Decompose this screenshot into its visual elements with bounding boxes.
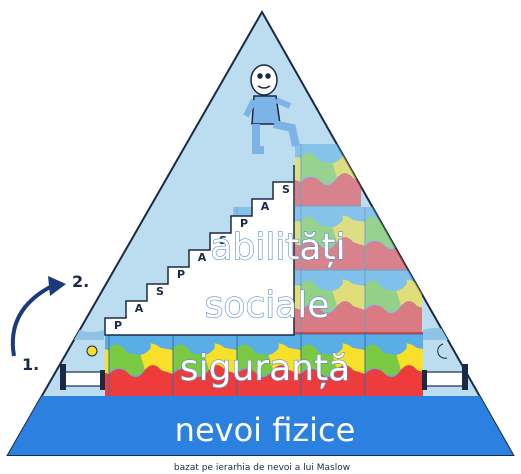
step-letter: A [135,302,144,315]
moon-icon [437,343,448,359]
staircase [104,165,295,336]
step-letter: P [114,319,122,332]
base-level-band [8,396,513,455]
level-label-safety: siguranță [180,348,350,389]
climbing-figure-icon [243,64,300,154]
upward-arrow-icon [10,284,53,357]
bed-left-icon [60,364,105,390]
level-label-skills: abilități [210,227,345,268]
marker-two: 2. [72,272,89,291]
sun-icon [86,345,98,357]
step-letter: A [198,251,207,264]
level-label-physical: nevoi fizice [175,411,356,449]
step-letter: P [177,268,185,281]
step-letter: S [282,183,290,196]
step-letter: A [261,200,270,213]
level-label-social: sociale [205,285,330,326]
step-letter: S [156,285,164,298]
bed-right-icon [422,364,468,390]
caption: bazat pe ierarhia de nevoi a lui Maslow [174,463,350,473]
step-letter: S [219,234,227,247]
marker-one: 1. [22,355,39,374]
arrow-head-icon [48,276,66,296]
safety-level-band [105,332,423,397]
top-level-band [295,144,361,207]
step-letter: P [240,217,248,230]
